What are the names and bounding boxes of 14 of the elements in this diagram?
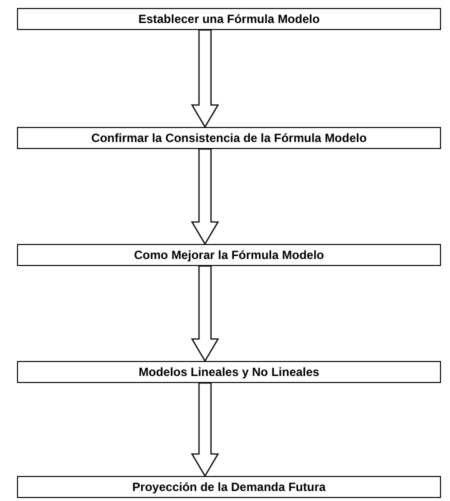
box-label: Modelos Lineales y No Lineales <box>138 366 320 378</box>
process-box <box>17 127 441 149</box>
process-box <box>17 361 441 383</box>
process-box <box>17 476 441 498</box>
box-label: Proyección de la Demanda Futura <box>132 481 326 493</box>
box-label: Como Mejorar la Fórmula Modelo <box>134 249 324 261</box>
hollow-arrow <box>190 382 220 478</box>
hollow-arrow <box>190 29 220 128</box>
process-box <box>17 244 441 266</box>
box-label: Establecer una Fórmula Modelo <box>138 13 320 25</box>
process-box <box>17 8 441 30</box>
box-label: Confirmar la Consistencia de la Fórmula Modelo <box>91 132 367 144</box>
hollow-arrow <box>190 265 220 362</box>
hollow-arrow <box>190 148 220 246</box>
